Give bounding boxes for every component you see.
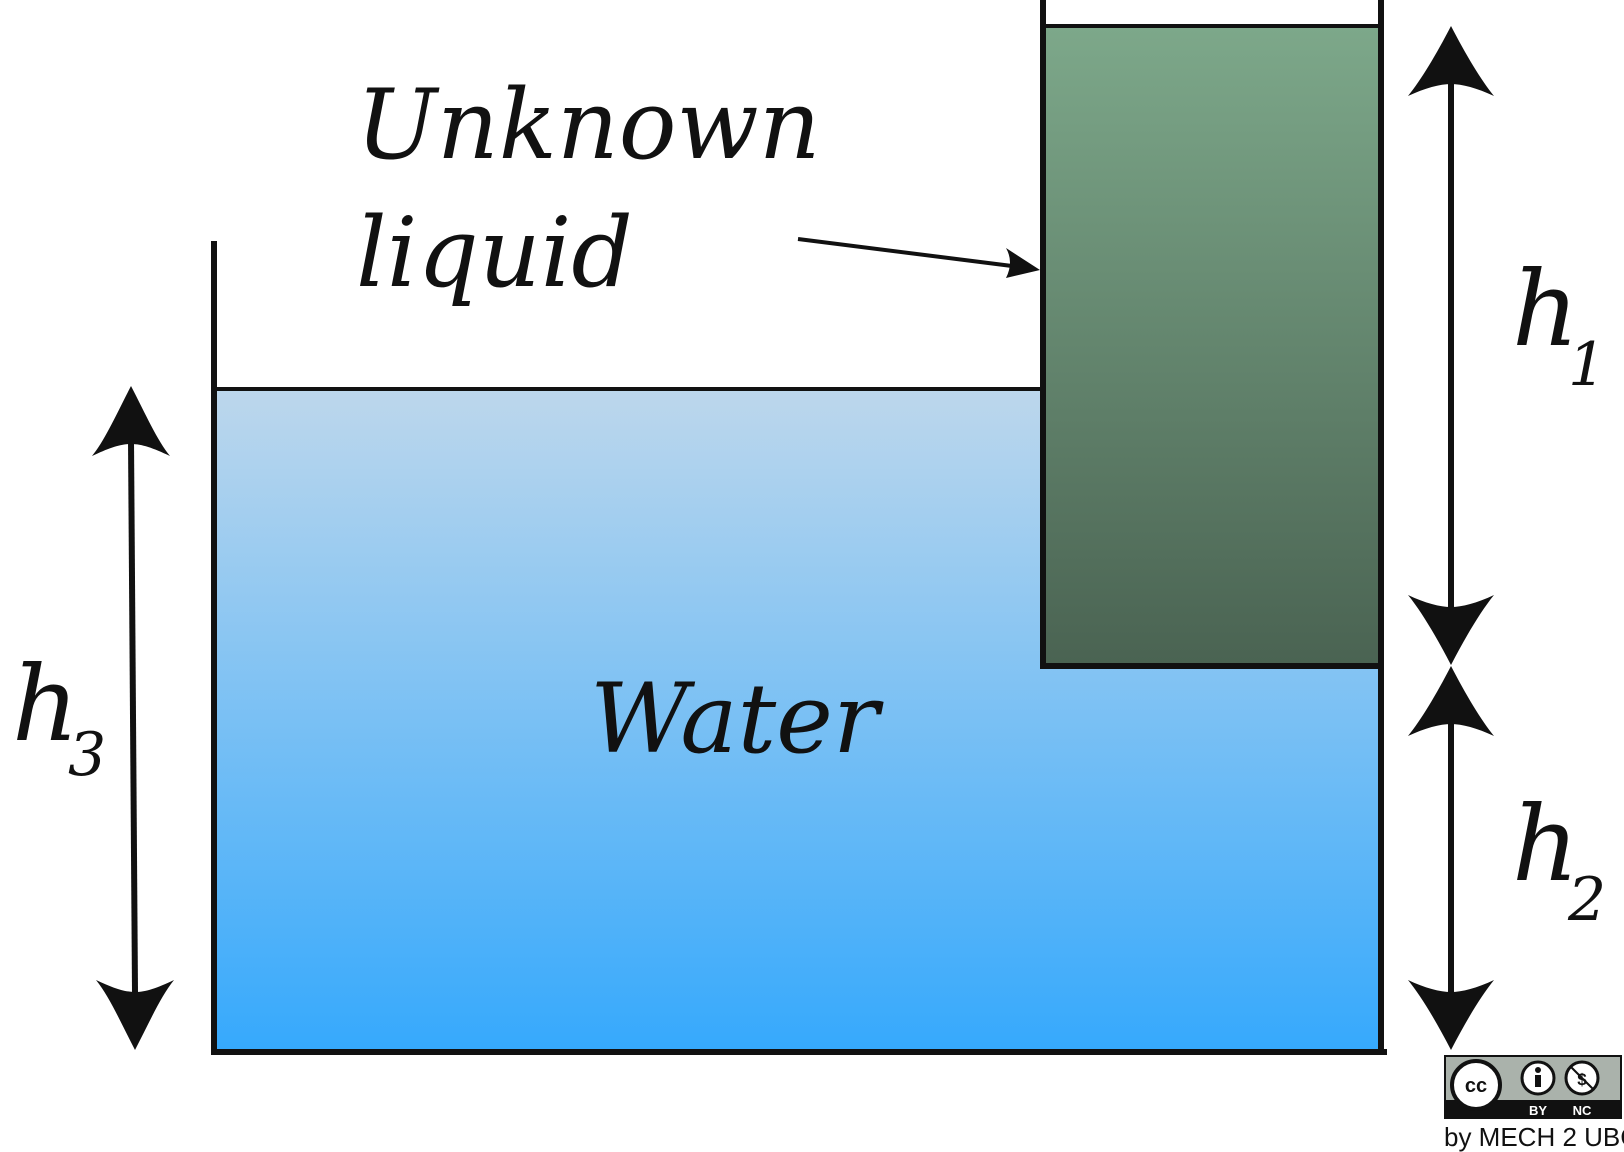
svg-text:2: 2	[1567, 865, 1606, 935]
h1-label: h 1	[1512, 248, 1606, 400]
inner-tube-wall	[1040, 0, 1381, 669]
water-label: Water	[590, 663, 884, 775]
svg-text:h: h	[1512, 783, 1579, 905]
water-region	[214, 389, 1381, 1049]
container-walls	[211, 0, 1387, 1055]
svg-text:h: h	[12, 643, 79, 765]
svg-text:3: 3	[68, 720, 106, 790]
cc-by-nc-license-badge: cc $ BY NC	[1444, 1055, 1622, 1119]
h1-dimension-arrow	[1408, 26, 1494, 665]
unknown-liquid-column	[1044, 26, 1380, 666]
cc-icon	[1450, 1059, 1502, 1111]
pointer-arrow	[797, 237, 1040, 278]
svg-text:BY: BY	[1529, 1103, 1547, 1118]
h3-dimension-arrow	[92, 386, 174, 1050]
unknown-liquid-label-line1: Unknown	[356, 69, 821, 181]
unknown-liquid-label-line2: liquid	[356, 197, 633, 309]
svg-text:1: 1	[1568, 330, 1606, 400]
h3-label: h 3	[12, 643, 106, 790]
h2-dimension-arrow	[1408, 666, 1494, 1050]
svg-text:NC: NC	[1573, 1103, 1592, 1118]
h2-label: h 2	[1512, 783, 1606, 935]
svg-text:cc: cc	[1465, 1075, 1487, 1097]
svg-text:h: h	[1512, 248, 1579, 370]
credit-text: by MECH 2 UBC	[1444, 1122, 1624, 1152]
